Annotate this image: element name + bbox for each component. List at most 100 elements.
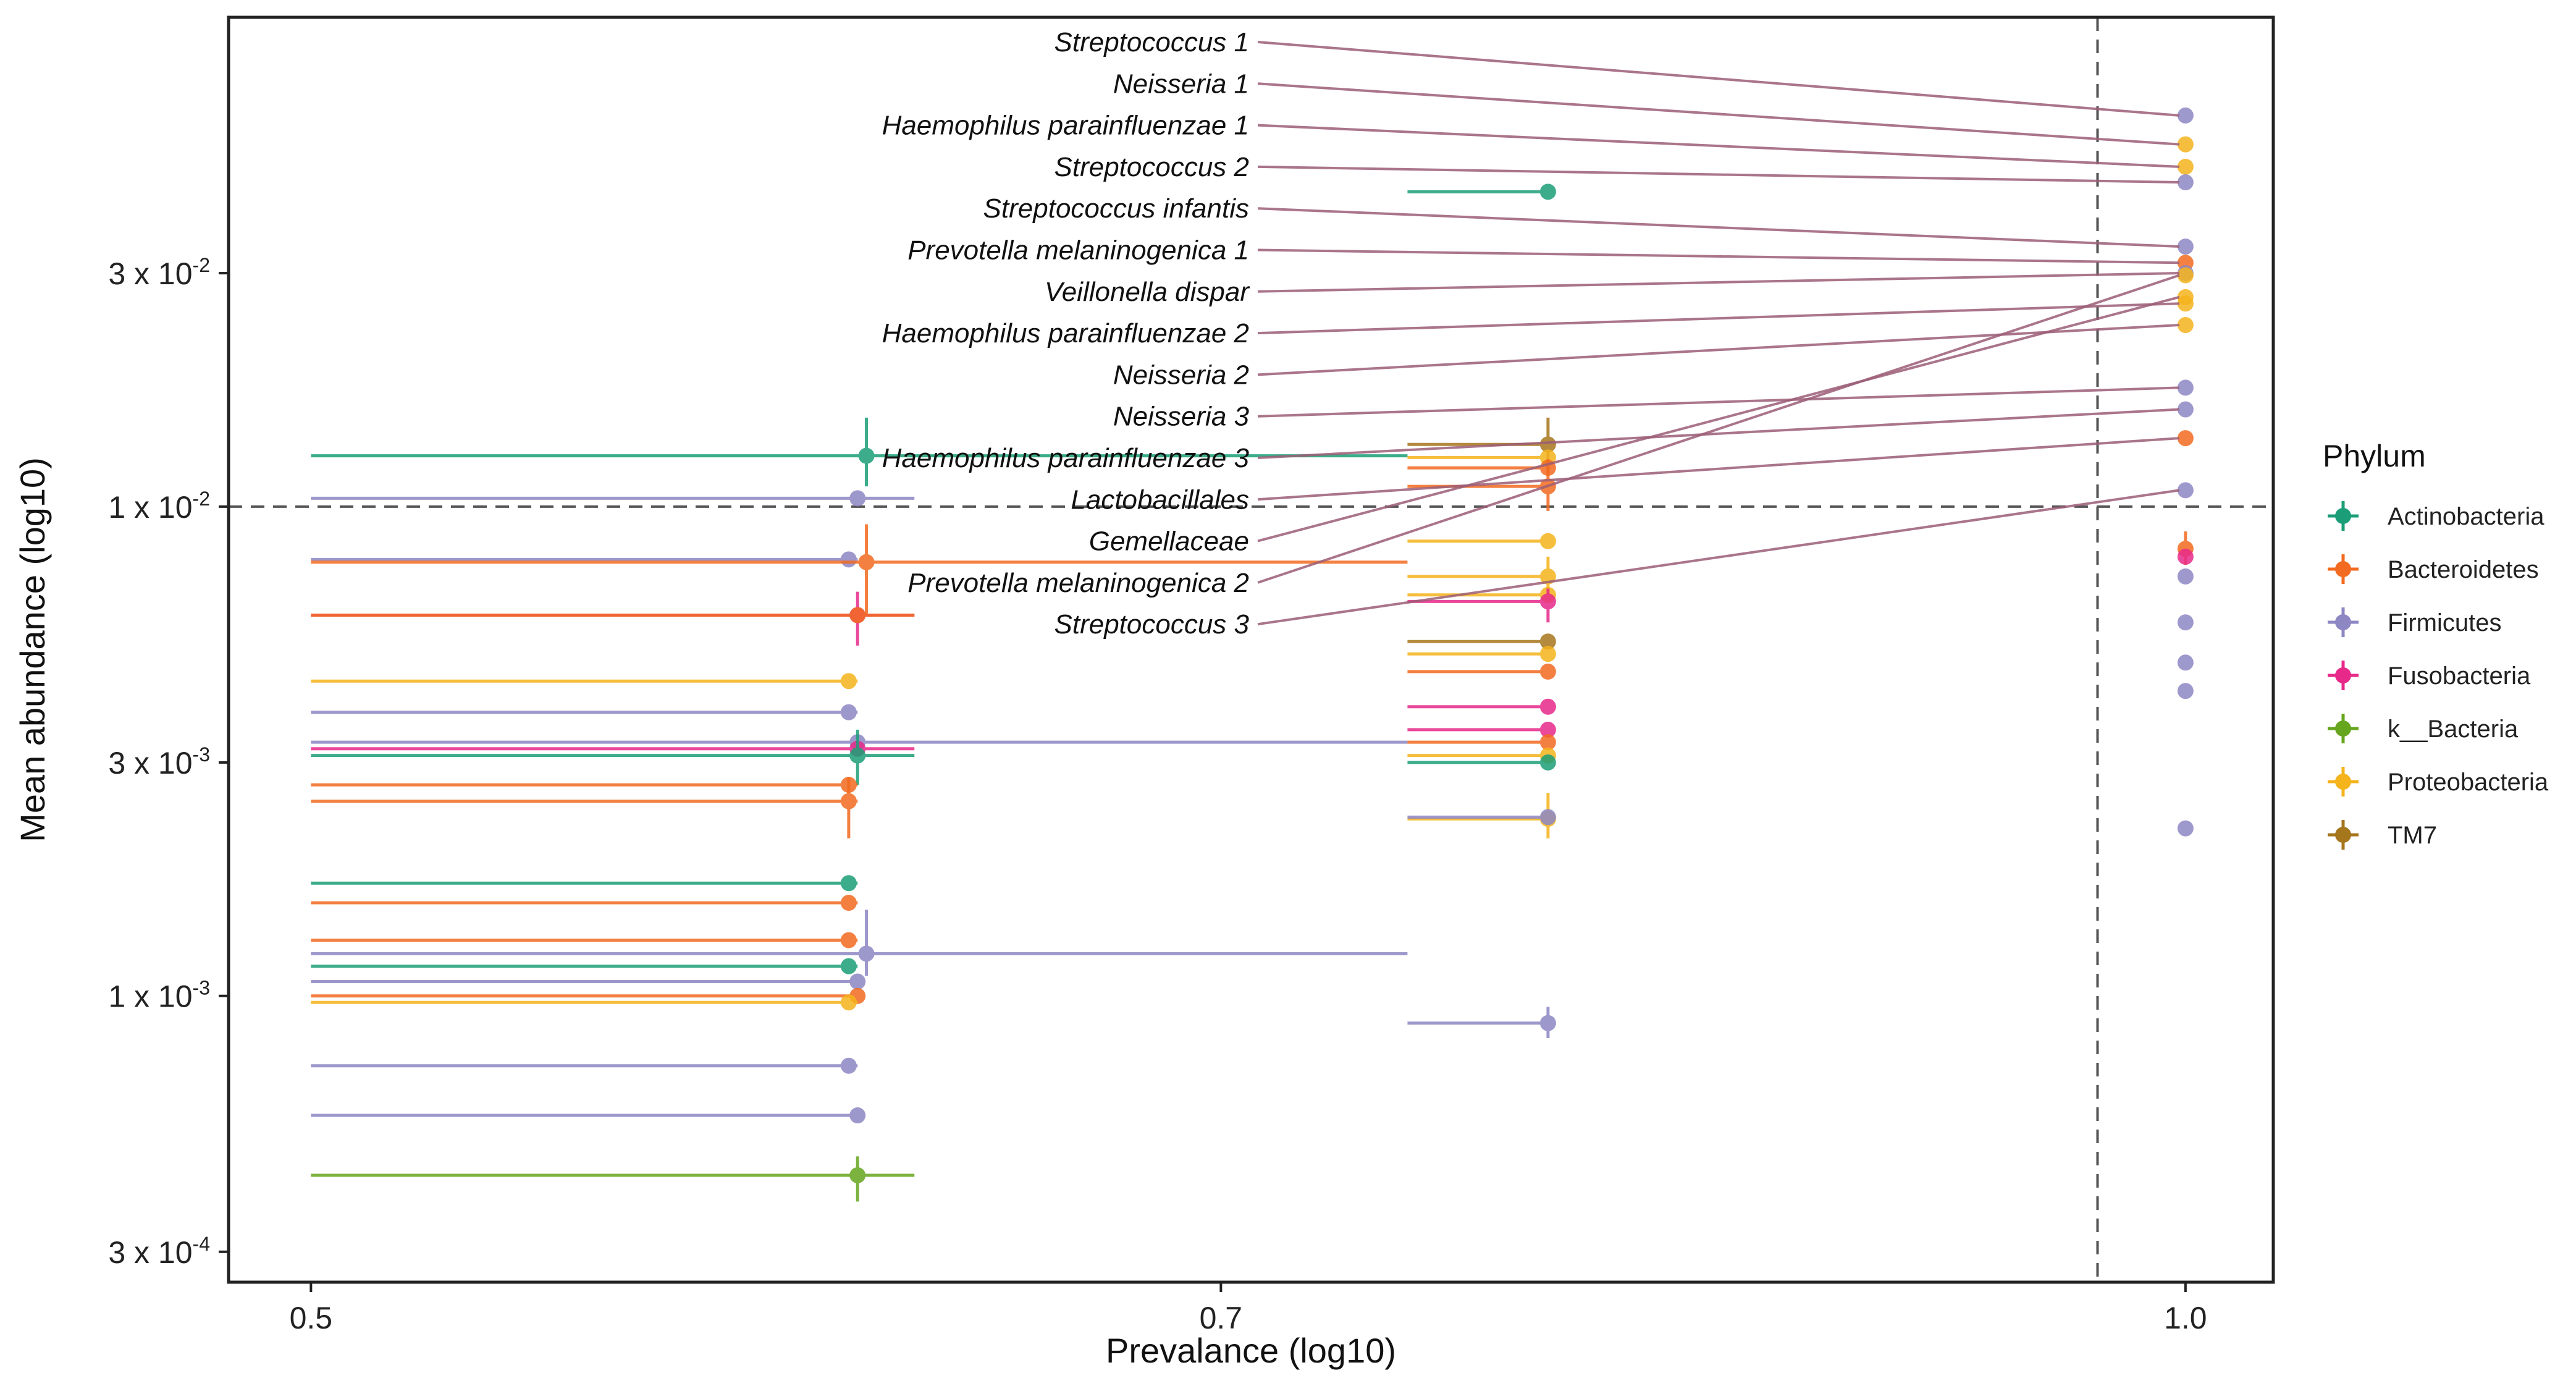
data-point: [840, 958, 857, 974]
legend-key-dot: [2335, 614, 2351, 630]
legend-entry: Actinobacteria: [2328, 501, 2544, 531]
leader-line: [1257, 272, 2179, 293]
species-label: Haemophilus parainfluenzae 2: [882, 318, 1249, 349]
data-point: [1539, 663, 1556, 680]
legend-entry: Fusobacteria: [2328, 661, 2531, 690]
data-point-group: [1407, 698, 1556, 715]
legend-entry: Firmicutes: [2328, 607, 2501, 637]
data-point-group: [311, 524, 1408, 615]
data-point: [1539, 721, 1556, 738]
species-label: Streptococcus 3: [1054, 609, 1250, 640]
data-point-group: [311, 417, 1408, 487]
data-point: [2177, 174, 2194, 191]
data-point: [2177, 107, 2194, 124]
data-point-group: [1407, 633, 1556, 650]
data-point: [849, 1107, 866, 1124]
legend: Phylum ActinobacteriaBacteroidetesFirmic…: [2323, 439, 2549, 850]
labeled-point-group: [2177, 158, 2194, 175]
x-tick-label: 1.0: [2164, 1301, 2207, 1335]
leader-line: [1257, 124, 2179, 168]
data-point: [840, 793, 857, 809]
data-point-group: [311, 958, 858, 974]
data-point-group: [311, 1057, 858, 1074]
legend-entry: Proteobacteria: [2328, 767, 2549, 797]
legend-label: TM7: [2388, 822, 2437, 849]
data-point-group: [311, 551, 858, 568]
plot-area: [229, 17, 2273, 1282]
data-point-group: [311, 1156, 915, 1202]
data-point-group: [311, 895, 858, 911]
data-point: [2177, 654, 2194, 671]
labeled-point-group: [2177, 430, 2194, 447]
data-point-group: [2177, 614, 2194, 631]
legend-label: k__Bacteria: [2388, 716, 2519, 743]
labeled-point-group: [2177, 239, 2194, 255]
legend-entry: TM7: [2328, 820, 2437, 850]
data-point-group: [311, 673, 858, 690]
data-point: [1539, 633, 1556, 650]
species-label: Streptococcus infantis: [983, 193, 1249, 224]
data-point: [849, 490, 866, 507]
data-point: [840, 673, 857, 690]
data-point: [1539, 593, 1556, 610]
data-point-group: [1407, 184, 1556, 200]
data-point: [2177, 289, 2194, 305]
data-point: [2177, 482, 2194, 499]
y-axis-title: Mean abundance (log10): [13, 457, 52, 842]
labeled-point-group: [2177, 267, 2194, 284]
data-point-group: [1407, 809, 1556, 826]
species-label: Neisseria 3: [1113, 402, 1250, 432]
data-point: [840, 895, 857, 911]
data-point-group: [311, 1107, 866, 1124]
data-point-group: [1407, 663, 1556, 680]
species-label: Veillonella dispar: [1045, 277, 1250, 307]
legend-key-dot: [2335, 561, 2351, 577]
species-label: Haemophilus parainfluenzae 3: [882, 443, 1250, 473]
data-point-group: [1407, 734, 1556, 751]
data-point-group: [311, 777, 858, 793]
legend-key-dot: [2335, 508, 2351, 524]
data-point: [840, 875, 857, 892]
species-label: Gemellaceae: [1089, 526, 1249, 557]
x-axis-title: Prevalance (log10): [1106, 1331, 1396, 1370]
data-point: [1539, 436, 1556, 453]
species-label: Haemophilus parainfluenzae 1: [882, 111, 1249, 141]
data-point: [1539, 184, 1556, 200]
data-point: [1539, 646, 1556, 662]
data-point: [840, 932, 857, 949]
data-point: [1539, 809, 1556, 826]
data-point: [2177, 158, 2194, 175]
y-tick-label: 3 x 10-2: [108, 254, 210, 291]
legend-entry: k__Bacteria: [2328, 714, 2519, 743]
x-tick-label: 0.5: [290, 1301, 333, 1335]
labeled-point-group: [2177, 174, 2194, 191]
data-point-group: [2177, 548, 2194, 565]
data-point-group: [2177, 568, 2194, 585]
species-label: Streptococcus 2: [1054, 152, 1250, 182]
data-point: [840, 994, 857, 1011]
data-point-group: [2177, 683, 2194, 699]
leader-line: [1257, 82, 2179, 146]
labeled-point-group: [2177, 289, 2194, 305]
data-point: [840, 704, 857, 720]
data-point: [1539, 734, 1556, 751]
legend-label: Actinobacteria: [2388, 503, 2544, 530]
leader-line: [1257, 274, 2180, 584]
data-point-group: [311, 994, 858, 1011]
data-point-group: [311, 607, 915, 623]
leader-line: [1257, 295, 2180, 543]
legend-label: Fusobacteria: [2388, 662, 2531, 690]
y-tick-label: 3 x 10-4: [108, 1233, 210, 1270]
legend-label: Firmicutes: [2388, 609, 2501, 636]
leader-line: [1257, 248, 2179, 264]
leader-line: [1257, 41, 2180, 117]
data-point-group: [311, 704, 858, 720]
leader-line: [1257, 165, 2179, 184]
x-tick-label: 0.7: [1200, 1301, 1243, 1335]
data-point: [1539, 698, 1556, 715]
legend-title: Phylum: [2323, 439, 2426, 473]
data-point: [858, 447, 875, 464]
data-point: [2177, 317, 2194, 334]
data-point: [1539, 1015, 1556, 1031]
